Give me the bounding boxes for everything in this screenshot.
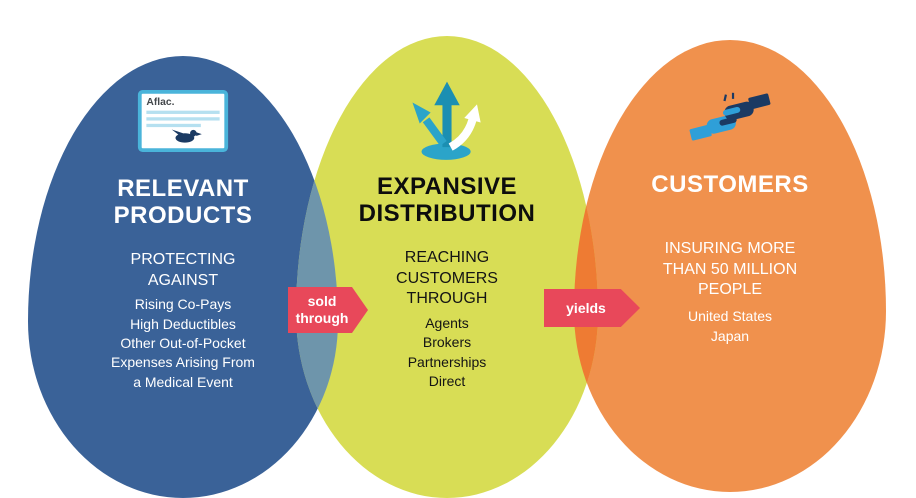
list-item: Direct	[428, 373, 466, 390]
egg-title-customers: CUSTOMERS	[651, 171, 809, 198]
list-item: Partnerships	[407, 353, 487, 370]
egg-customers: CUSTOMERS INSURING MORE THAN 50 MILLION …	[574, 40, 886, 492]
list-item: United States	[687, 308, 773, 325]
egg-list-customer-countries: United States Japan	[688, 307, 772, 346]
aflac-policy-card-icon: Aflac.	[137, 90, 229, 152]
egg-subtitle-insuring-people: INSURING MORE THAN 50 MILLION PEOPLE	[662, 239, 798, 299]
handshake-icon	[686, 90, 774, 144]
connector-yields-arrow: yields	[544, 289, 640, 327]
egg-relevant-products-content: Aflac. RELEVANT PRODUCTS PROTECTING AGAI…	[28, 56, 338, 498]
list-item: a Medical Event	[133, 373, 233, 390]
aflac-brand-label: Aflac.	[146, 97, 174, 108]
egg-title-expansive-distribution: EXPANSIVE DISTRIBUTION	[358, 173, 536, 227]
egg-list-distribution-channels: Agents Brokers Partnerships Direct	[408, 314, 487, 391]
egg-customers-content: CUSTOMERS INSURING MORE THAN 50 MILLION …	[574, 40, 886, 492]
egg-list-relevant-products: Rising Co-Pays High Deductibles Other Ou…	[111, 295, 255, 392]
list-item: Brokers	[422, 334, 472, 351]
list-item: Rising Co-Pays	[134, 296, 232, 313]
egg-subtitle-reaching-customers: REACHING CUSTOMERS THROUGH	[396, 248, 498, 308]
list-item: Expenses Arising From	[111, 354, 255, 371]
egg-expansive-distribution-content: EXPANSIVE DISTRIBUTION REACHING CUSTOMER…	[296, 36, 598, 498]
duck-silhouette-icon	[171, 129, 202, 143]
list-item: High Deductibles	[130, 315, 236, 332]
egg-title-relevant-products: RELEVANT PRODUCTS	[113, 175, 253, 229]
connector-sold-through-arrow: sold through	[288, 287, 368, 333]
egg-expansive-distribution: EXPANSIVE DISTRIBUTION REACHING CUSTOMER…	[296, 36, 598, 498]
list-item: Agents	[425, 315, 469, 332]
connector-sold-through-label: sold through	[295, 293, 349, 326]
branching-arrows-icon	[397, 74, 497, 162]
list-item: Japan	[710, 327, 750, 344]
connector-yields-label: yields	[566, 299, 606, 316]
list-item: Other Out-of-Pocket	[120, 334, 246, 351]
egg-relevant-products: Aflac. RELEVANT PRODUCTS PROTECTING AGAI…	[28, 56, 338, 498]
egg-subtitle-protecting-against: PROTECTING AGAINST	[130, 250, 236, 289]
